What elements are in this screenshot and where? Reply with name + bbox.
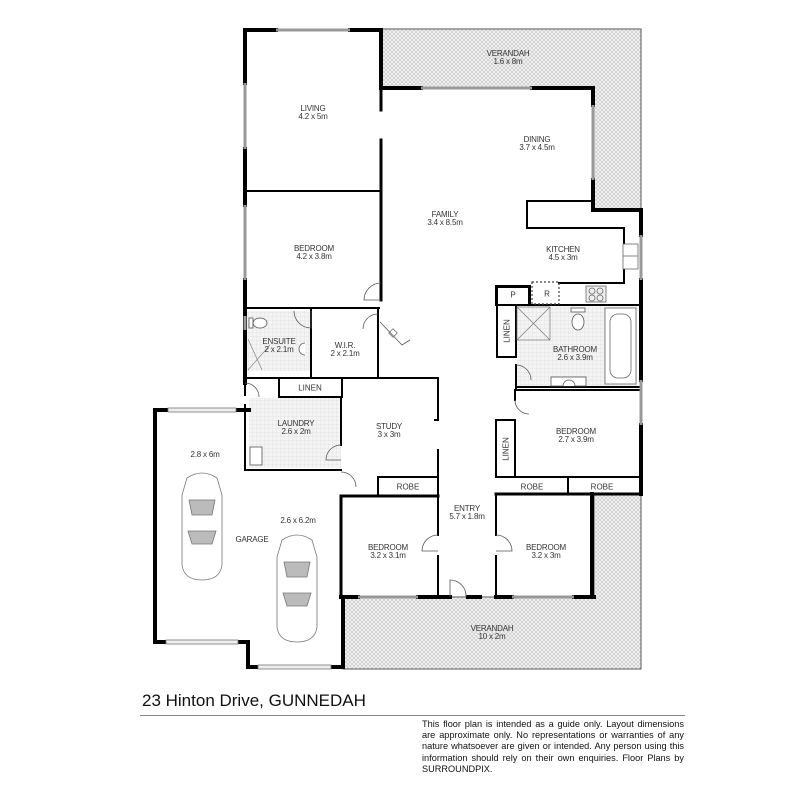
ensuite-basin-icon [298, 342, 306, 356]
linen-label: LINEN [502, 319, 512, 343]
room-label-garage: GARAGE [235, 535, 269, 544]
verandah-south-area [342, 493, 642, 670]
linen-label: LINEN [298, 383, 322, 393]
room-label-wir: W.I.R.2 x 2.1m [330, 341, 360, 358]
pantry-label: P [510, 290, 516, 300]
disclaimer-text: This floor plan is intended as a guide o… [422, 719, 684, 774]
bathroom-toilet-icon [570, 307, 586, 331]
car-icon [276, 534, 318, 643]
bathtub-icon [604, 307, 637, 385]
ensuite-shower-icon [247, 338, 271, 371]
bathroom-shower-icon [516, 306, 551, 341]
footer-divider [140, 715, 685, 716]
garage-door-north [167, 407, 237, 413]
fridge-space [531, 281, 560, 305]
laundry-floor [249, 398, 341, 468]
robe-label: ROBE [520, 482, 544, 492]
pantry-box [496, 286, 530, 306]
garage-door-south-left [165, 639, 239, 645]
robe-label: ROBE [396, 482, 420, 492]
room-label-garage-left: 2.8 x 6m [190, 450, 220, 459]
kitchen-sink-icon [622, 243, 639, 270]
ensuite-toilet-icon [248, 317, 268, 329]
laundry-tub-icon [249, 446, 263, 466]
robe-label: ROBE [590, 482, 614, 492]
bathroom-basin-icon [550, 376, 587, 387]
property-address: 23 Hinton Drive, GUNNEDAH [142, 691, 366, 710]
garage-door-south-right [257, 664, 332, 670]
cooktop-icon [585, 285, 607, 303]
linen-label: LINEN [501, 437, 511, 461]
car-icon [181, 472, 223, 581]
floor-plan [153, 28, 643, 670]
fridge-label: R [544, 289, 550, 299]
room-label-garage-right: 2.6 x 6.2m [280, 516, 316, 525]
